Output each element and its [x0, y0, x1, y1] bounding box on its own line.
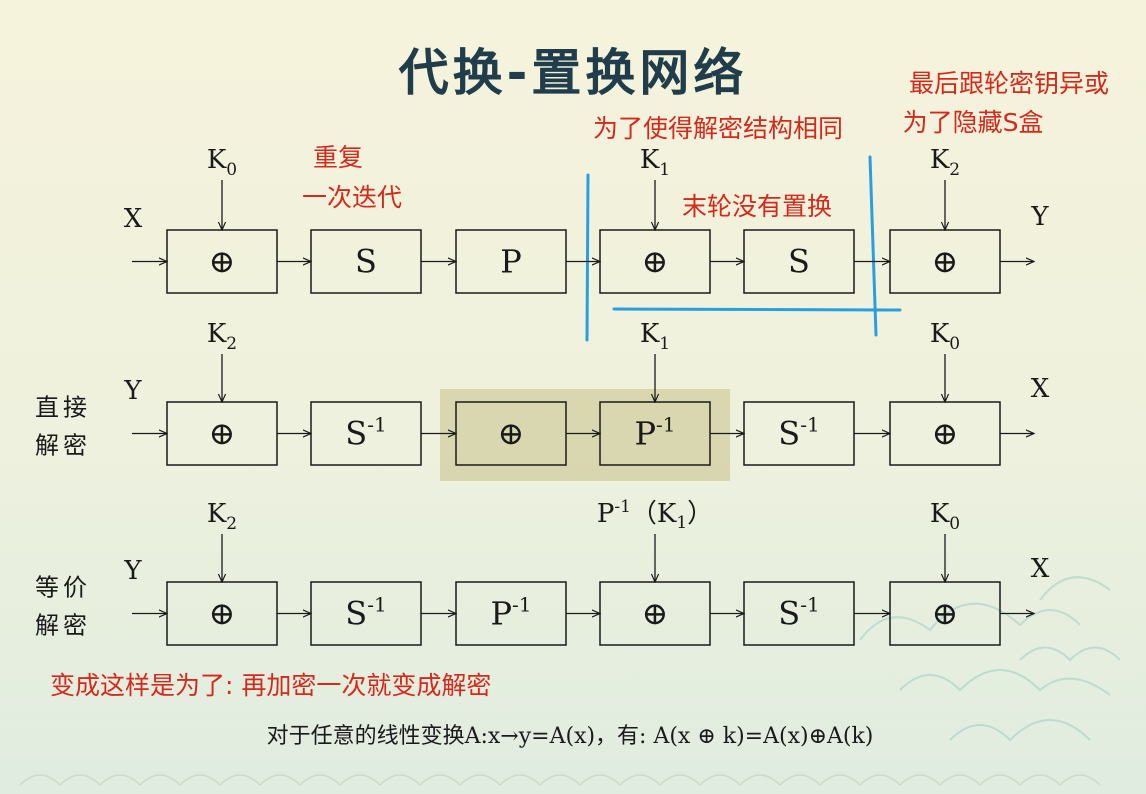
- input-label: Y: [123, 556, 142, 586]
- row-label: 等价: [35, 574, 91, 602]
- round-key-label: P-1（K1）: [597, 497, 713, 533]
- formula: 对于任意的线性变换A:x→y=A(x)，有: A(x ⊕ k)=A(x)⊕A(k…: [267, 724, 874, 749]
- blue-marks: [585, 155, 902, 342]
- note-repeat-1: 重复: [313, 143, 363, 172]
- note-xor-key-1: 最后跟轮密钥异或: [909, 69, 1109, 98]
- block-label: S-1: [345, 593, 386, 633]
- block-label: P-1: [490, 593, 531, 633]
- row-label: 直接: [35, 394, 91, 422]
- xor-block: ⊕: [932, 243, 959, 281]
- round-key-label: K0: [930, 319, 960, 354]
- output-label: X: [1031, 374, 1050, 404]
- output-label: Y: [1030, 202, 1049, 232]
- block-label: S-1: [778, 413, 819, 453]
- block-label: S-1: [778, 593, 819, 633]
- note-become: 变成这样是为了: 再加密一次就变成解密: [50, 671, 491, 700]
- round-key-label: K2: [930, 145, 960, 180]
- xor-block: ⊕: [209, 595, 236, 633]
- xor-block: ⊕: [498, 415, 525, 453]
- round-key-label: K0: [930, 499, 960, 534]
- row-label: 解密: [35, 432, 91, 460]
- note-repeat-2: 一次迭代: [302, 183, 402, 212]
- row-1: X Y ⊕ S P ⊕ S ⊕ K0 K1 K2: [124, 145, 1049, 294]
- round-key-label: K2: [207, 499, 237, 534]
- input-label: X: [124, 204, 143, 234]
- note-last-round: 末轮没有置换: [682, 192, 832, 221]
- highlight-region: [440, 389, 730, 481]
- xor-block: ⊕: [642, 243, 669, 281]
- xor-block: ⊕: [932, 595, 959, 633]
- row-label: 解密: [35, 612, 91, 640]
- note-xor-key-2: 为了隐藏S盒: [903, 108, 1044, 137]
- block-label: S-1: [345, 413, 386, 453]
- xor-block: ⊕: [642, 595, 669, 633]
- bottom-pattern: [19, 774, 1101, 787]
- xor-block: ⊕: [209, 415, 236, 453]
- xor-block: ⊕: [932, 415, 959, 453]
- round-key-label: K1: [640, 319, 670, 354]
- note-same-structure: 为了使得解密结构相同: [593, 114, 843, 143]
- block-label: P: [500, 243, 522, 281]
- xor-block: ⊕: [209, 243, 236, 281]
- output-label: X: [1031, 554, 1050, 584]
- input-label: Y: [123, 376, 142, 406]
- cloud-decoration: [859, 576, 1121, 742]
- round-key-label: K2: [207, 319, 237, 354]
- page-title: 代换-置换网络: [398, 44, 748, 102]
- round-key-label: K0: [207, 145, 237, 180]
- round-key-label: K1: [640, 145, 670, 180]
- block-label: P-1: [634, 413, 675, 453]
- block-label: S: [355, 243, 377, 281]
- block-label: S: [788, 243, 810, 281]
